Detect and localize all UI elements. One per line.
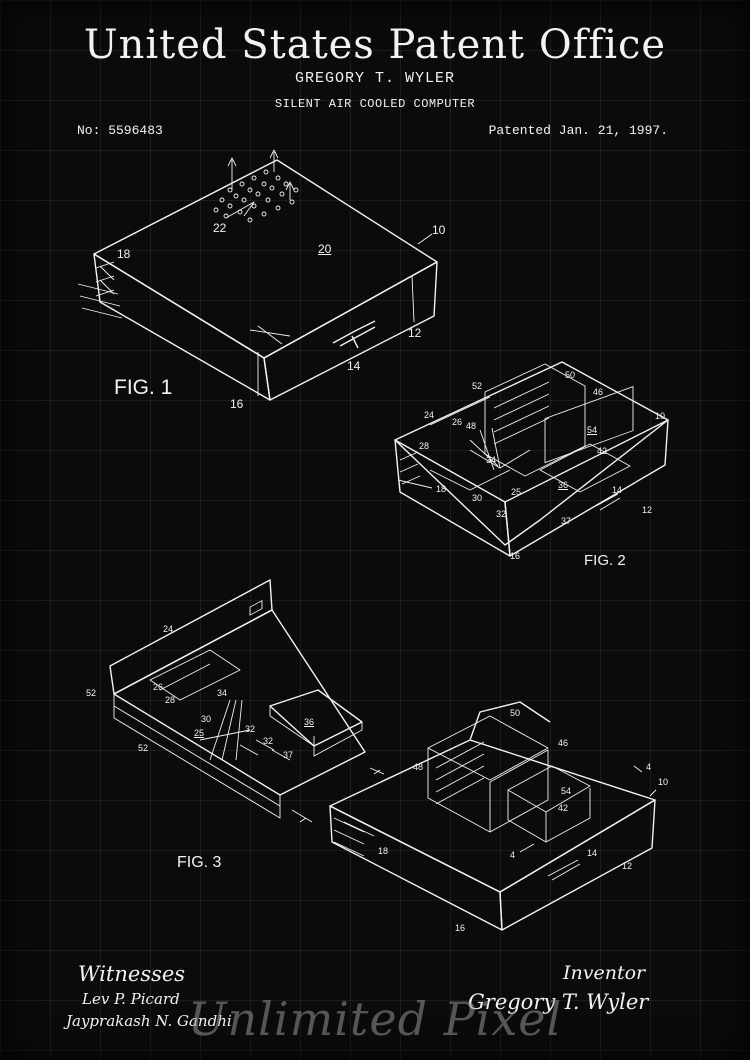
fig3-ref-34: 34 — [217, 688, 228, 698]
fig2-ref-25: 25 — [511, 487, 522, 497]
fig1-ref-16: 16 — [230, 397, 244, 411]
patent-number: No: 5596483 — [77, 123, 163, 138]
fig2-ref-16: 16 — [510, 551, 521, 561]
fig3-ref-37: 37 — [283, 750, 294, 760]
fig3-ref-18: 18 — [378, 846, 389, 856]
fig1-ref-14: 14 — [347, 359, 361, 373]
inventor-heading: Inventor — [563, 962, 646, 984]
fig3-ref-25: 25 — [194, 728, 205, 738]
fig1-label: FIG. 1 — [114, 376, 173, 399]
fig2-ref-14: 14 — [612, 485, 623, 495]
invention-title: SILENT AIR COOLED COMPUTER — [274, 97, 476, 111]
fig3-ref-16: 16 — [455, 923, 466, 933]
fig2-ref-54: 54 — [587, 425, 598, 435]
fig2-ref-18: 18 — [436, 484, 447, 494]
fig1-ref-12: 12 — [408, 326, 422, 340]
fig2-ref-12: 12 — [642, 505, 653, 515]
fig3-ref-28: 28 — [165, 695, 176, 705]
fig1-ref-22: 22 — [213, 221, 227, 235]
fig3-ref-52a: 52 — [86, 688, 97, 698]
inventor-signature: Gregory T. Wyler — [468, 990, 649, 1014]
fig3-ref-12: 12 — [622, 861, 633, 871]
fig2-ref-52: 52 — [472, 381, 483, 391]
office-title: United States Patent Office — [83, 22, 667, 68]
fig3-ref-30: 30 — [201, 714, 212, 724]
fig2-ref-48: 48 — [466, 421, 477, 431]
fig2-ref-30: 30 — [472, 493, 483, 503]
fig3-ref-32b: 32 — [263, 736, 274, 746]
witness-signature-2: Jayprakash N. Gandhi — [66, 1012, 232, 1030]
fig1-ref-10: 10 — [432, 223, 446, 237]
fig1-ref-20: 20 — [318, 242, 332, 256]
fig2-drawing — [394, 361, 669, 557]
fig3-ref-42: 42 — [558, 803, 569, 813]
fig3-ref-52b: 52 — [138, 743, 149, 753]
fig2-ref-10: 10 — [655, 411, 666, 421]
fig3-ref-14: 14 — [587, 848, 598, 858]
fig3-ref-32a: 32 — [245, 724, 256, 734]
fig3-ref-4a: 4 — [646, 762, 652, 772]
fig2-ref-34: 34 — [486, 455, 497, 465]
fig3-ref-46: 46 — [558, 738, 569, 748]
fig3-label: FIG. 3 — [177, 854, 222, 871]
witness-signature-1: Lev P. Picard — [82, 990, 180, 1008]
fig2-ref-28: 28 — [419, 441, 430, 451]
fig2-ref-24: 24 — [424, 410, 435, 420]
fig1-drawing — [77, 149, 438, 401]
witnesses-heading: Witnesses — [78, 962, 186, 986]
fig1-ref-18: 18 — [117, 247, 131, 261]
fig2-ref-36: 36 — [558, 480, 569, 490]
patent-date: Patented Jan. 21, 1997. — [488, 123, 668, 138]
fig3-drawing — [109, 579, 657, 931]
fig2-label: FIG. 2 — [584, 552, 626, 569]
fig2-ref-50: 50 — [565, 370, 576, 380]
watermark: Unlimited Pixel — [187, 992, 563, 1046]
fig3-ref-54: 54 — [561, 786, 572, 796]
fig3-ref-48: 48 — [413, 762, 424, 772]
fig2-ref-32: 32 — [496, 509, 507, 519]
fig3-ref-24: 24 — [163, 624, 174, 634]
fig3-ref-4b: 4 — [510, 850, 516, 860]
fig2-ref-26: 26 — [452, 417, 463, 427]
fig2-ref-42: 42 — [597, 446, 608, 456]
fig2-ref-37: 37 — [561, 516, 572, 526]
fig3-ref-50: 50 — [510, 708, 521, 718]
fig2-ref-46: 46 — [593, 387, 604, 397]
fig3-ref-10: 10 — [658, 777, 669, 787]
fig3-ref-26: 26 — [153, 682, 164, 692]
fig3-ref-36: 36 — [304, 717, 315, 727]
inventor-name: GREGORY T. WYLER — [294, 70, 456, 87]
